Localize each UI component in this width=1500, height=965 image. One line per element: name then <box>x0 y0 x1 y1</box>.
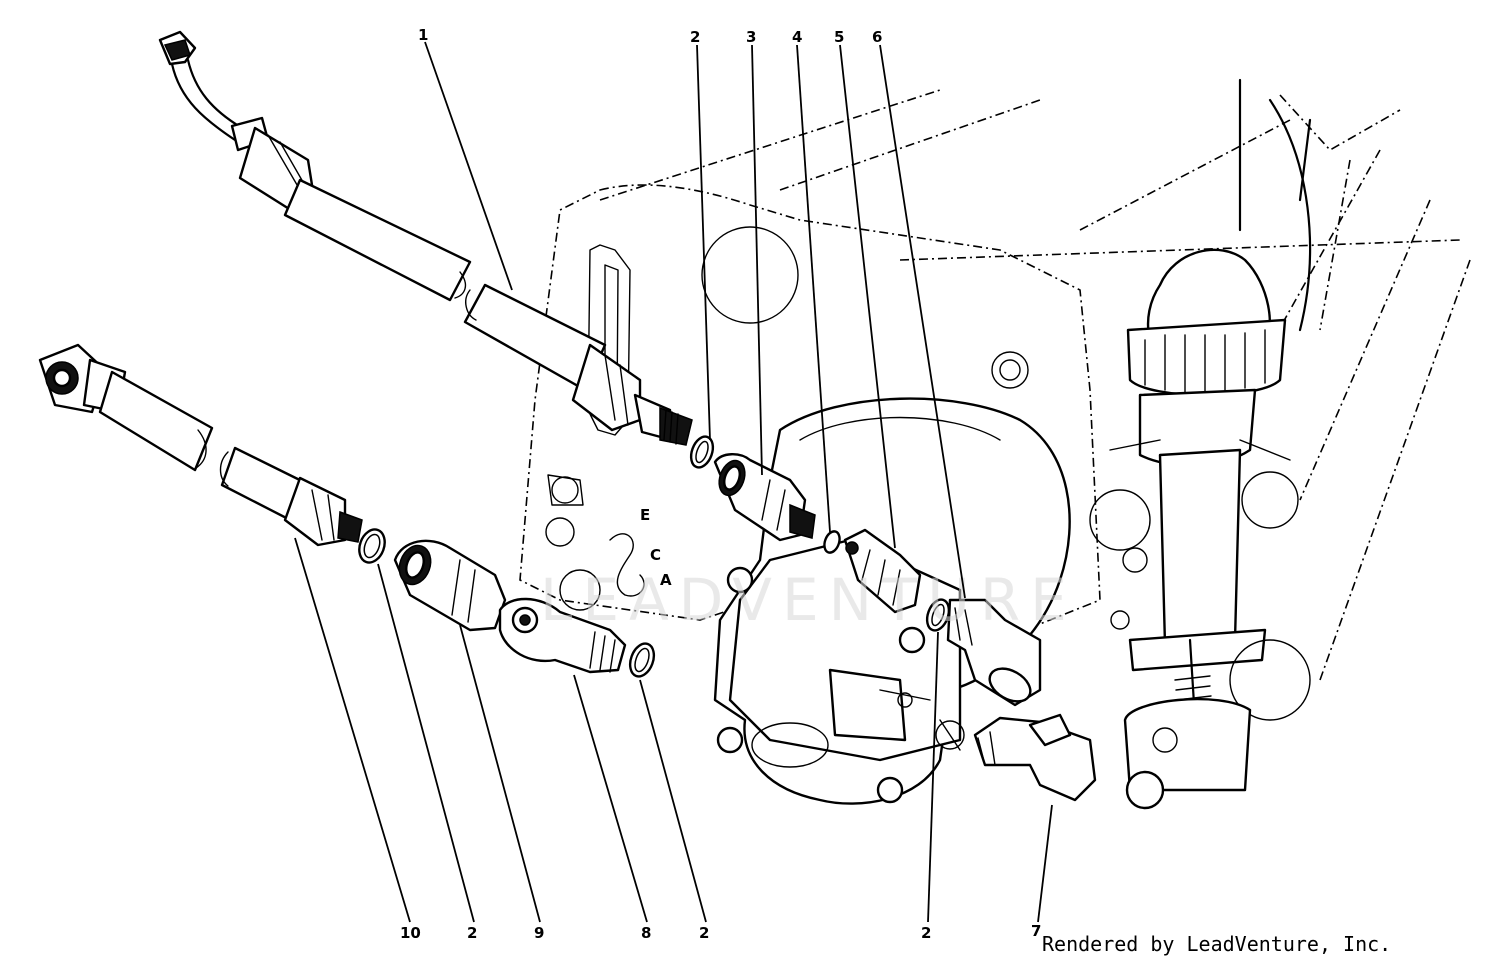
lower-hose <box>38 343 363 547</box>
callout-2-top: 2 <box>690 28 700 46</box>
callout-10: 10 <box>400 924 421 942</box>
callout-1: 1 <box>418 26 428 44</box>
credit-text: Rendered by LeadVenture, Inc. <box>1042 932 1392 956</box>
callout-2-a: 2 <box>467 924 477 942</box>
callout-8: 8 <box>641 924 651 942</box>
elbow-fittings <box>946 598 1097 802</box>
plate-letter-e: E <box>640 506 650 524</box>
o-rings <box>358 435 951 678</box>
quick-coupler-upper <box>713 453 816 542</box>
callout-7: 7 <box>1031 922 1041 940</box>
seal-and-fitting <box>823 528 922 614</box>
callout-6: 6 <box>872 28 882 46</box>
callout-3: 3 <box>746 28 756 46</box>
plate-letter-a: A <box>660 571 672 589</box>
quick-coupler-lower <box>393 539 627 674</box>
callout-2-b: 2 <box>699 924 709 942</box>
leader-lines <box>294 41 1053 923</box>
frame-outline <box>599 78 1471 681</box>
callout-9: 9 <box>534 924 544 942</box>
callout-5: 5 <box>834 28 844 46</box>
callout-2-c: 2 <box>921 924 931 942</box>
plate-letter-c: C <box>650 546 661 564</box>
filter-canister <box>1089 248 1311 810</box>
upper-hose <box>158 30 693 446</box>
watermark: LEADVENTURE <box>540 566 1077 634</box>
callout-4: 4 <box>792 28 802 46</box>
